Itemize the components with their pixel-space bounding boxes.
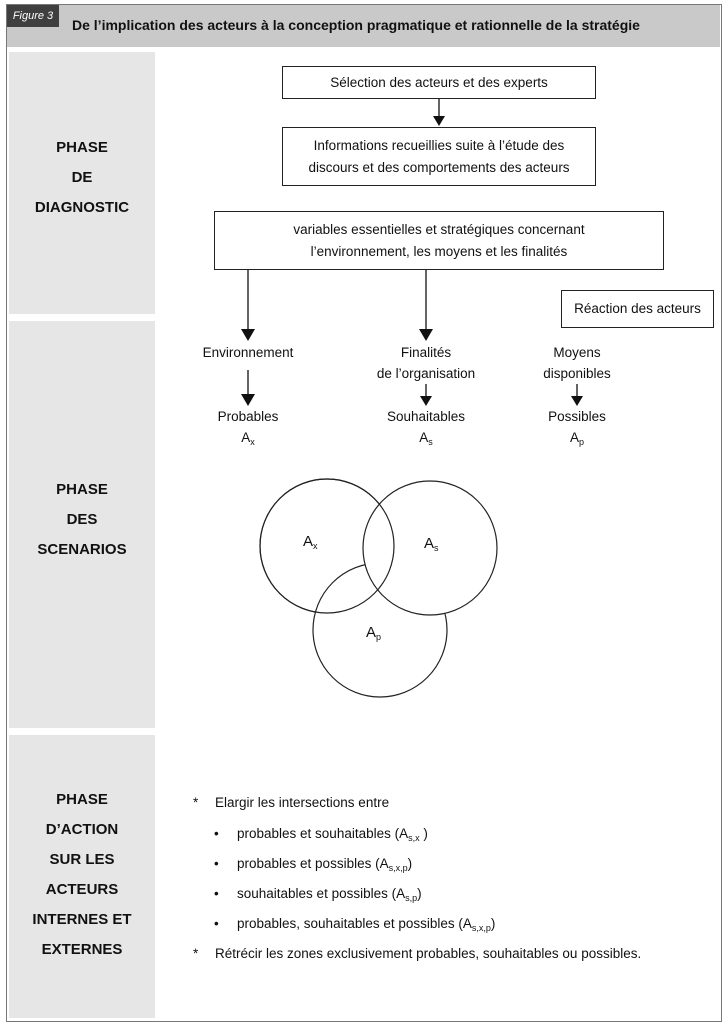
label-probables: Probables Ax	[217, 409, 279, 447]
venn-label-ax: Ax	[303, 533, 318, 551]
phase-label-action: PHASE D’ACTION SUR LES ACTEURS INTERNES …	[32, 791, 132, 958]
action-item: •probables, souhaitables et possibles (A…	[214, 916, 496, 933]
arrowhead	[433, 116, 445, 126]
label-environnement: Environnement	[202, 345, 294, 360]
phase-label-scenarios: PHASE DES SCENARIOS	[37, 481, 127, 558]
figure-title: De l’implication des acteurs à la concep…	[72, 17, 640, 33]
box-reaction-acteurs: Réaction des acteurs	[561, 290, 714, 328]
label-possibles: Possibles Ap	[548, 409, 606, 447]
box-variables: variables essentielles et stratégiques c…	[214, 211, 664, 270]
phase-label-diagnostic: PHASE DE DIAGNOSTIC	[34, 139, 130, 216]
figure-tag: Figure 3	[7, 5, 59, 27]
phase-panel-diagnostic	[9, 52, 155, 314]
figure-header	[7, 5, 720, 47]
box-informations: Informations recueillies suite à l’étude…	[282, 127, 596, 186]
label-moyens: Moyens disponibles	[543, 345, 611, 381]
phase-panel-action	[9, 735, 155, 1018]
label-souhaitables: Souhaitables As	[386, 409, 466, 447]
arrowhead	[241, 329, 255, 341]
phase-panel-scenarios	[9, 321, 155, 728]
action-item: •probables et souhaitables (As,x )	[214, 826, 428, 843]
label-finalites: Finalités de l’organisation	[376, 345, 476, 381]
box-selection-acteurs: Sélection des acteurs et des experts	[282, 66, 596, 99]
figure-frame	[6, 4, 722, 1022]
action-item: •probables et possibles (As,x,p)	[214, 856, 413, 873]
action-item: •souhaitables et possibles (As,p)	[214, 886, 422, 903]
action-narrow: *Rétrécir les zones exclusivement probab…	[193, 946, 642, 961]
arrowhead	[419, 329, 433, 341]
action-widen: *Elargir les intersections entre	[193, 795, 390, 810]
arrowhead	[571, 396, 583, 406]
venn-circle-souhaitables	[362, 480, 498, 616]
venn-label-ap: Ap	[366, 624, 382, 642]
arrowhead	[241, 394, 255, 406]
venn-label-as: As	[424, 535, 439, 553]
arrowhead	[420, 396, 432, 406]
